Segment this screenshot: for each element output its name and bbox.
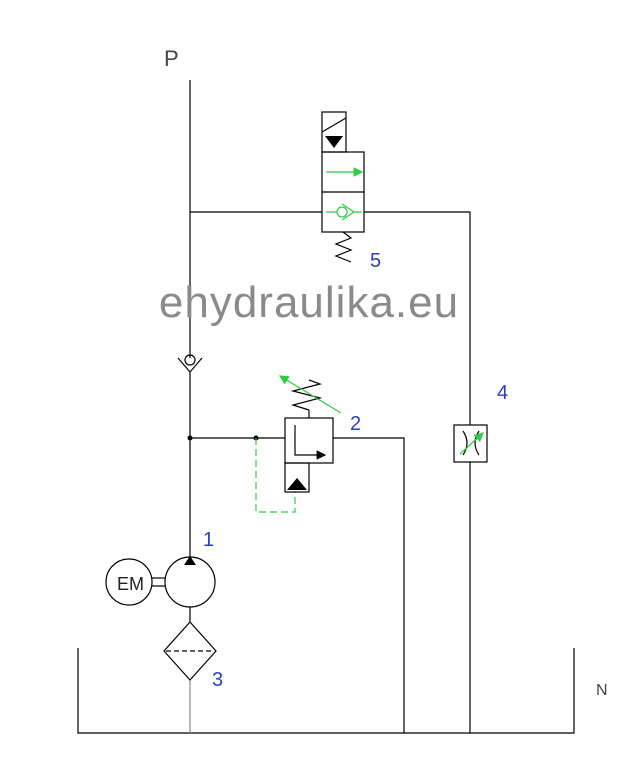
- relief-drain-line: [333, 437, 405, 733]
- throttle-valve: [453, 424, 488, 463]
- motor-label: EM: [117, 574, 144, 594]
- tank: [77, 648, 575, 734]
- pilot-line: [255, 438, 296, 513]
- relief-valve: [278, 375, 342, 493]
- relief-number: 2: [350, 413, 361, 435]
- pressure-line: [189, 80, 322, 560]
- directional-valve: [321, 111, 365, 263]
- electric-motor: [105, 558, 165, 606]
- pump-number: 1: [203, 529, 214, 551]
- check-valve: [177, 354, 203, 373]
- valve-number: 5: [370, 250, 381, 272]
- filter: [163, 621, 217, 681]
- filter-number: 3: [212, 669, 223, 691]
- pump: [164, 556, 216, 608]
- junction-dot: [187, 435, 193, 441]
- throttle-number: 4: [497, 382, 508, 404]
- return-line: [364, 211, 471, 733]
- port-p-label: P: [164, 46, 179, 71]
- port-n-label: N: [596, 682, 608, 699]
